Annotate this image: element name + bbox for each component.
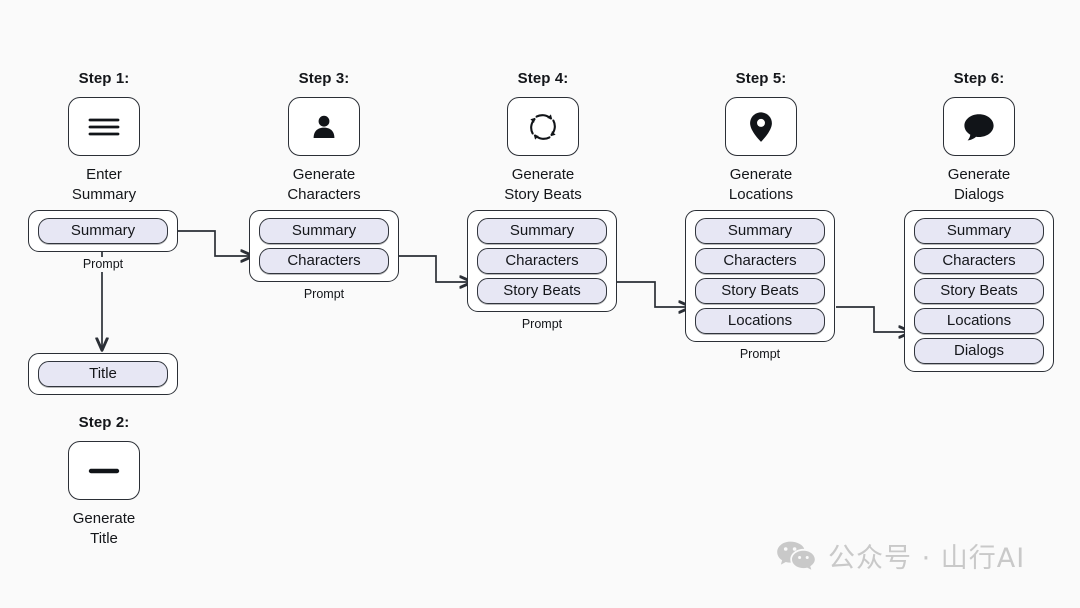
connector-step4-to-step5 bbox=[617, 281, 691, 307]
step-caption-line1: Generate bbox=[729, 166, 793, 183]
cycle-arrows-icon bbox=[525, 109, 561, 145]
step-icon-card-5[interactable] bbox=[725, 97, 797, 156]
step-icon-card-4[interactable] bbox=[507, 97, 579, 156]
prompt-caption: Prompt bbox=[78, 257, 128, 272]
step-caption-4: Generate Story Beats bbox=[504, 165, 582, 205]
connector-step1-to-step3 bbox=[177, 230, 253, 256]
watermark-text: 公众号 · 山行AI bbox=[828, 542, 1026, 574]
prompt-group-step1: Summary Prompt bbox=[28, 210, 178, 272]
step-caption-line1: Generate bbox=[511, 166, 575, 183]
prompt-box[interactable]: Title bbox=[28, 353, 178, 395]
hamburger-lines-icon bbox=[84, 113, 124, 141]
chip-summary[interactable]: Summary bbox=[259, 218, 389, 244]
step-caption-line2: Story Beats bbox=[504, 186, 582, 203]
chip-story-beats[interactable]: Story Beats bbox=[914, 278, 1044, 304]
step-head-5: Step 5: Generate Locations bbox=[693, 70, 829, 205]
step-caption-line1: Generate bbox=[72, 510, 136, 527]
prompt-group-step5: Summary Characters Story Beats Locations… bbox=[685, 210, 835, 362]
step-label: Step 2: bbox=[78, 414, 130, 431]
prompt-group-title: Title bbox=[28, 353, 178, 395]
step-caption-line1: Enter bbox=[86, 166, 122, 183]
chip-story-beats[interactable]: Story Beats bbox=[477, 278, 607, 304]
chip-summary[interactable]: Summary bbox=[695, 218, 825, 244]
chip-story-beats[interactable]: Story Beats bbox=[695, 278, 825, 304]
map-pin-icon bbox=[746, 110, 776, 144]
speech-bubble-icon bbox=[962, 111, 996, 143]
chip-summary[interactable]: Summary bbox=[914, 218, 1044, 244]
chip-characters[interactable]: Characters bbox=[259, 248, 389, 274]
chip-characters[interactable]: Characters bbox=[477, 248, 607, 274]
step-caption-line2: Summary bbox=[71, 186, 137, 203]
step-label: Step 3: bbox=[298, 70, 350, 87]
chip-summary[interactable]: Summary bbox=[38, 218, 168, 244]
prompt-box[interactable]: Summary Characters Story Beats bbox=[467, 210, 617, 312]
step-caption-6: Generate Dialogs bbox=[948, 165, 1011, 205]
step-caption-1: Enter Summary bbox=[72, 165, 136, 205]
step-caption-2: Generate Title bbox=[73, 509, 136, 549]
prompt-group-step3: Summary Characters Prompt bbox=[249, 210, 399, 302]
connector-step3-to-step4 bbox=[398, 255, 472, 282]
step-head-1: Step 1: Enter Summary bbox=[36, 70, 172, 205]
step-caption-line1: Generate bbox=[947, 166, 1011, 183]
connector-step5-to-step6 bbox=[836, 306, 911, 332]
single-line-icon bbox=[84, 457, 124, 485]
step-caption-line2: Characters bbox=[287, 186, 361, 203]
chip-locations[interactable]: Locations bbox=[914, 308, 1044, 334]
chip-title[interactable]: Title bbox=[38, 361, 168, 387]
step-label: Step 1: bbox=[78, 70, 130, 87]
wechat-icon bbox=[776, 539, 816, 578]
chip-characters[interactable]: Characters bbox=[914, 248, 1044, 274]
step-caption-line2: Title bbox=[90, 530, 118, 547]
prompt-box[interactable]: Summary Characters Story Beats Locations bbox=[685, 210, 835, 342]
prompt-caption: Prompt bbox=[299, 287, 349, 302]
step-head-4: Step 4: bbox=[475, 70, 611, 205]
step-head-3: Step 3: Generate Characters bbox=[256, 70, 392, 205]
step-caption-3: Generate Characters bbox=[287, 165, 360, 205]
chip-locations[interactable]: Locations bbox=[695, 308, 825, 334]
person-icon bbox=[308, 111, 340, 143]
prompt-group-step6: Summary Characters Story Beats Locations… bbox=[904, 210, 1054, 372]
chip-dialogs[interactable]: Dialogs bbox=[914, 338, 1044, 364]
chip-characters[interactable]: Characters bbox=[695, 248, 825, 274]
step-caption-line2: Dialogs bbox=[953, 186, 1004, 203]
step-icon-card-3[interactable] bbox=[288, 97, 360, 156]
step-caption-line1: Generate bbox=[292, 166, 356, 183]
prompt-box[interactable]: Summary bbox=[28, 210, 178, 252]
step-icon-card-6[interactable] bbox=[943, 97, 1015, 156]
step-head-6: Step 6: Generate Dialogs bbox=[911, 70, 1047, 205]
prompt-group-step4: Summary Characters Story Beats Prompt bbox=[467, 210, 617, 332]
step-icon-card-2[interactable] bbox=[68, 441, 140, 500]
watermark: 公众号 · 山行AI bbox=[776, 539, 1025, 578]
step-caption-line2: Locations bbox=[728, 186, 794, 203]
prompt-caption: Prompt bbox=[735, 347, 785, 362]
prompt-box[interactable]: Summary Characters Story Beats Locations… bbox=[904, 210, 1054, 372]
prompt-box[interactable]: Summary Characters bbox=[249, 210, 399, 282]
step-caption-5: Generate Locations bbox=[729, 165, 793, 205]
prompt-caption: Prompt bbox=[517, 317, 567, 332]
step-label: Step 5: bbox=[735, 70, 787, 87]
step-label: Step 4: bbox=[517, 70, 569, 87]
step-head-2: Step 2: Generate Title bbox=[36, 414, 172, 549]
step-label: Step 6: bbox=[953, 70, 1005, 87]
chip-summary[interactable]: Summary bbox=[477, 218, 607, 244]
step-icon-card-1[interactable] bbox=[68, 97, 140, 156]
